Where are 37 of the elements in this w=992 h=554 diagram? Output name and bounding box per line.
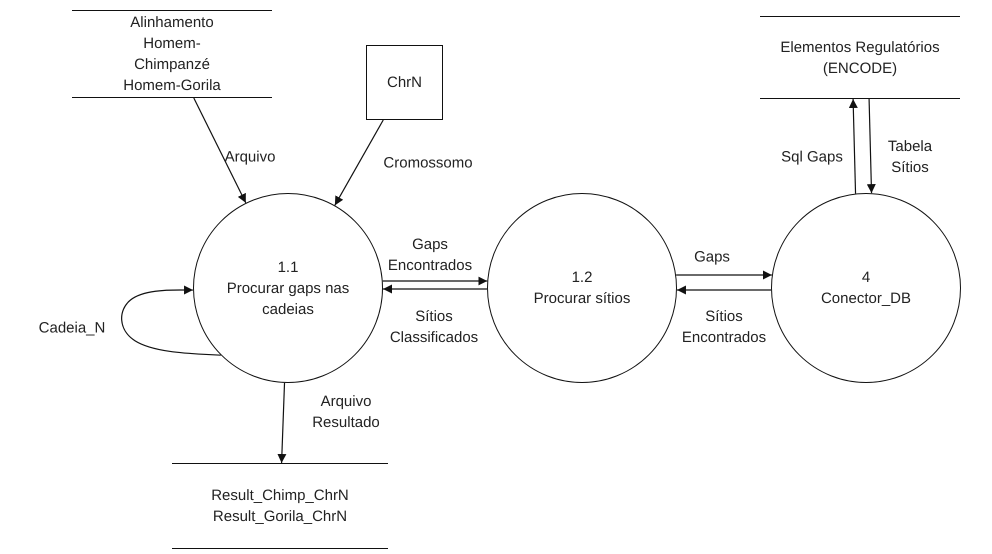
data-store: [72, 10, 272, 98]
arrow: [676, 270, 772, 280]
process-name: Procurar sítios: [534, 289, 630, 309]
edge-label: Tabela Sítios: [886, 137, 934, 178]
process-circle: [487, 193, 677, 383]
data-store: [172, 463, 388, 549]
data-store-label: Elementos Regulatórios (ENCODE): [779, 38, 941, 78]
arrow: [382, 276, 488, 286]
arrow: [848, 98, 858, 194]
process-circle: [771, 193, 961, 383]
edge-label: Gaps: [693, 248, 731, 268]
edge-label: Sql Gaps: [780, 148, 844, 168]
edge-label: Arquivo: [224, 148, 276, 168]
process-number: 4: [862, 268, 870, 288]
edge-label: Cadeia_N: [38, 318, 106, 338]
process-number: 1.1: [278, 258, 298, 278]
arrow: [866, 98, 876, 194]
entity-label: ChrN: [386, 73, 422, 93]
edge-label: Gaps Encontrados: [386, 235, 474, 276]
process-circle: [193, 193, 383, 383]
arrow: [334, 120, 384, 206]
arrow: [193, 98, 246, 204]
arrow: [383, 284, 487, 294]
external-entity-box: [366, 45, 443, 120]
edge-label: Arquivo Resultado: [311, 392, 381, 433]
arrow: [277, 382, 286, 464]
data-store-label: Result_Chimp_ChrN Result_Gorila_ChrN: [210, 486, 350, 527]
edge-label: Cromossomo: [382, 154, 474, 174]
edge-label: Sítios Encontrados: [680, 307, 768, 348]
edge-label: Sítios Classificados: [388, 307, 480, 348]
process-name: Conector_DB: [820, 289, 912, 309]
arrow: [121, 286, 221, 356]
process-name: Procurar gaps nas cadeias: [226, 278, 350, 320]
data-store-label: Alinhamento Homem-Chimpanzé Homem-Gorila: [122, 13, 222, 96]
arrow: [676, 286, 772, 294]
data-store: [760, 16, 960, 99]
process-number: 1.2: [572, 268, 592, 288]
